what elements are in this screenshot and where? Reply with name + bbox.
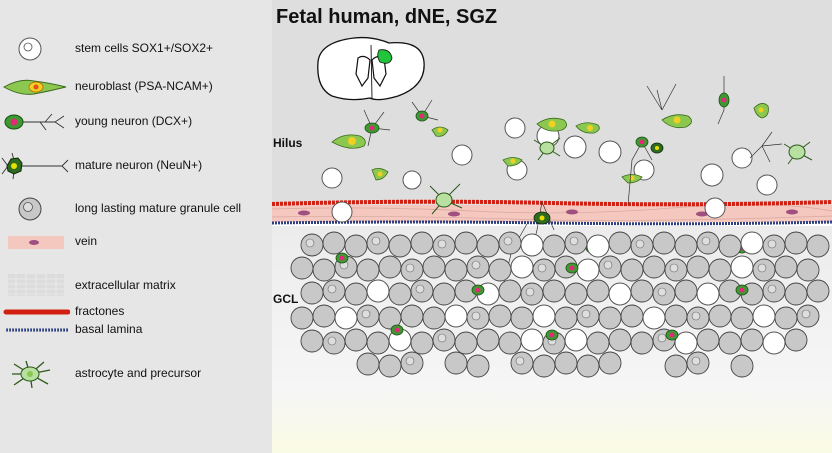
legend-label: extracellular matrix: [75, 278, 176, 292]
diagram-title: Fetal human, dNE, SGZ: [276, 6, 498, 28]
granule-cell-nuclei: [305, 236, 811, 366]
legend-label: long lasting mature granule cell: [75, 201, 242, 215]
vein-icon: [8, 236, 64, 249]
hilus-label: Hilus: [273, 136, 303, 150]
vein-band: [272, 204, 832, 222]
granule-cell-layer: [290, 231, 830, 378]
basal-lamina-icon: [6, 328, 68, 332]
legend-label: stem cells SOX1+/SOX2+: [75, 41, 214, 55]
legend-label: astrocyte and precursor: [75, 366, 202, 380]
neuroblast-icon: [2, 79, 67, 95]
legend-item-granule-cell: long lasting mature granule cell: [0, 195, 272, 223]
basal-lamina-line: [272, 220, 832, 226]
legend-item-neuroblast: neuroblast (PSA-NCAM+): [0, 73, 272, 101]
fractones-line: [272, 199, 832, 207]
legend-label: basal lamina: [75, 322, 143, 336]
legend-item-extracellular-matrix: extracellular matrix: [0, 272, 272, 300]
legend-label: young neuron (DCX+): [75, 114, 193, 128]
legend-label: mature neuron (NeuN+): [75, 158, 203, 172]
hilus-region: [272, 0, 832, 205]
neuroblast-nuclei-gcl: [339, 255, 745, 338]
legend-panel: stem cells SOX1+/SOX2+ neuroblast (PSA-N…: [0, 0, 272, 453]
legend-label: fractones: [75, 304, 125, 318]
legend-item-young-neuron: young neuron (DCX+): [0, 108, 272, 136]
brain-section-icon: [317, 36, 425, 101]
legend-item-astrocyte: astrocyte and precursor: [0, 360, 272, 388]
legend-label: neuroblast (PSA-NCAM+): [75, 79, 213, 93]
stem-cells-gcl: [334, 231, 786, 355]
legend-item-vein: vein: [0, 228, 272, 256]
stem-cell-icon: [18, 37, 42, 61]
gcl-label: GCL: [273, 292, 299, 306]
legend-item-fractones: fractones: [0, 298, 272, 326]
granule-cell-icon: [18, 197, 42, 221]
legend-label: vein: [75, 234, 98, 248]
astrocytes: [429, 137, 813, 215]
fractones-icon: [3, 309, 70, 315]
legend-item-stem-cells: stem cells SOX1+/SOX2+: [0, 35, 272, 63]
young-neuron-icon: [4, 113, 65, 131]
mature-neuron-icon: [1, 152, 69, 180]
extracellular-matrix-icon: [8, 274, 64, 296]
legend-item-mature-neuron: mature neuron (NeuN+): [0, 152, 272, 180]
dentate-gyrus-diagram: [272, 0, 832, 453]
astrocyte-icon: [12, 360, 51, 388]
legend-item-basal-lamina: basal lamina: [0, 316, 272, 344]
